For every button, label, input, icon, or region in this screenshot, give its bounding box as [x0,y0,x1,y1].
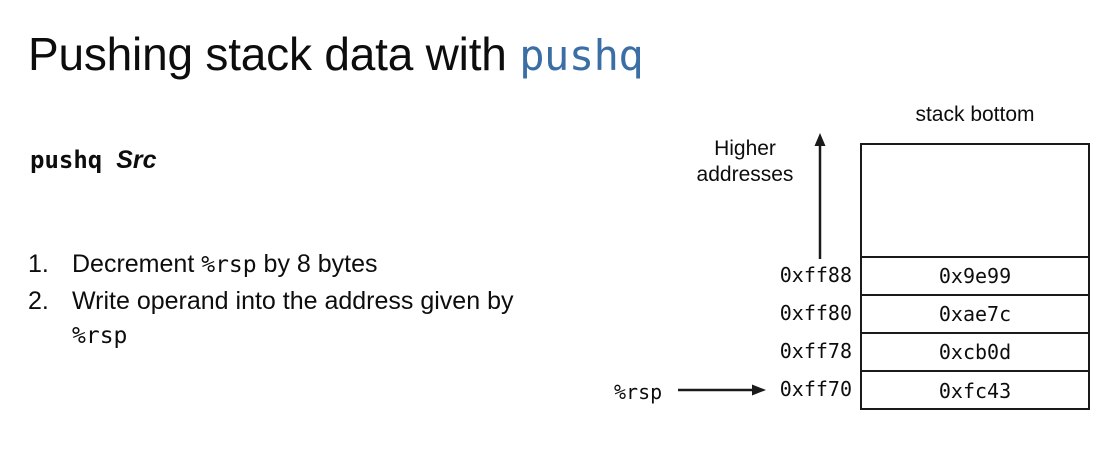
stack-cell-value: 0xfc43 [938,379,1012,403]
step-text-suffix: by 8 bytes [256,250,378,278]
stack-bottom-label: stack bottom [915,103,1035,126]
higher-addresses-line-2: addresses [696,163,794,187]
steps-list: 1. Decrement %rsp by 8 bytes 2. Write op… [28,248,548,356]
step-text-prefix: Write operand into the address given by [72,287,514,316]
slide-title: Pushing stack data with pushq [28,28,644,81]
step-text: Write operand into the address given by … [72,285,548,352]
step-text-prefix: Decrement [72,250,202,278]
instruction-signature: pushq Src [30,146,157,175]
slide-title-mnemonic: pushq [519,31,644,80]
higher-addresses-label: Higher addresses [686,136,804,189]
higher-addresses-line-1: Higher [714,137,776,160]
address-label: 0xff70 [779,377,852,401]
address-column: 0xff88 0xff80 0xff78 0xff70 [700,256,852,408]
step-register-token: %rsp [72,322,128,349]
right-arrow-icon [678,384,766,396]
address-label: 0xff78 [779,339,852,363]
stack-unused-region [862,145,1088,258]
list-item: 1. Decrement %rsp by 8 bytes [28,248,548,281]
up-arrow-icon [814,133,826,259]
step-register-token: %rsp [201,252,257,278]
list-item: 2. Write operand into the address given … [28,285,548,352]
instruction-mnemonic: pushq [30,146,103,174]
step-number: 2. [28,287,49,316]
address-label: 0xff80 [779,301,852,325]
slide-title-prefix: Pushing stack data with [28,28,520,80]
instruction-operand: Src [116,146,157,174]
stack-pointer-label: %rsp [614,380,663,404]
stack-cell-value: 0xcb0d [862,334,1088,372]
stack-diagram: 0x9e99 0xae7c 0xcb0d 0xfc43 [860,143,1090,410]
step-number: 1. [28,250,49,278]
stack-cell-value: 0x9e99 [862,258,1088,296]
step-text: Decrement %rsp by 8 bytes [72,248,548,281]
address-label: 0xff88 [779,263,852,287]
stack-cell-value: 0xae7c [862,296,1088,334]
